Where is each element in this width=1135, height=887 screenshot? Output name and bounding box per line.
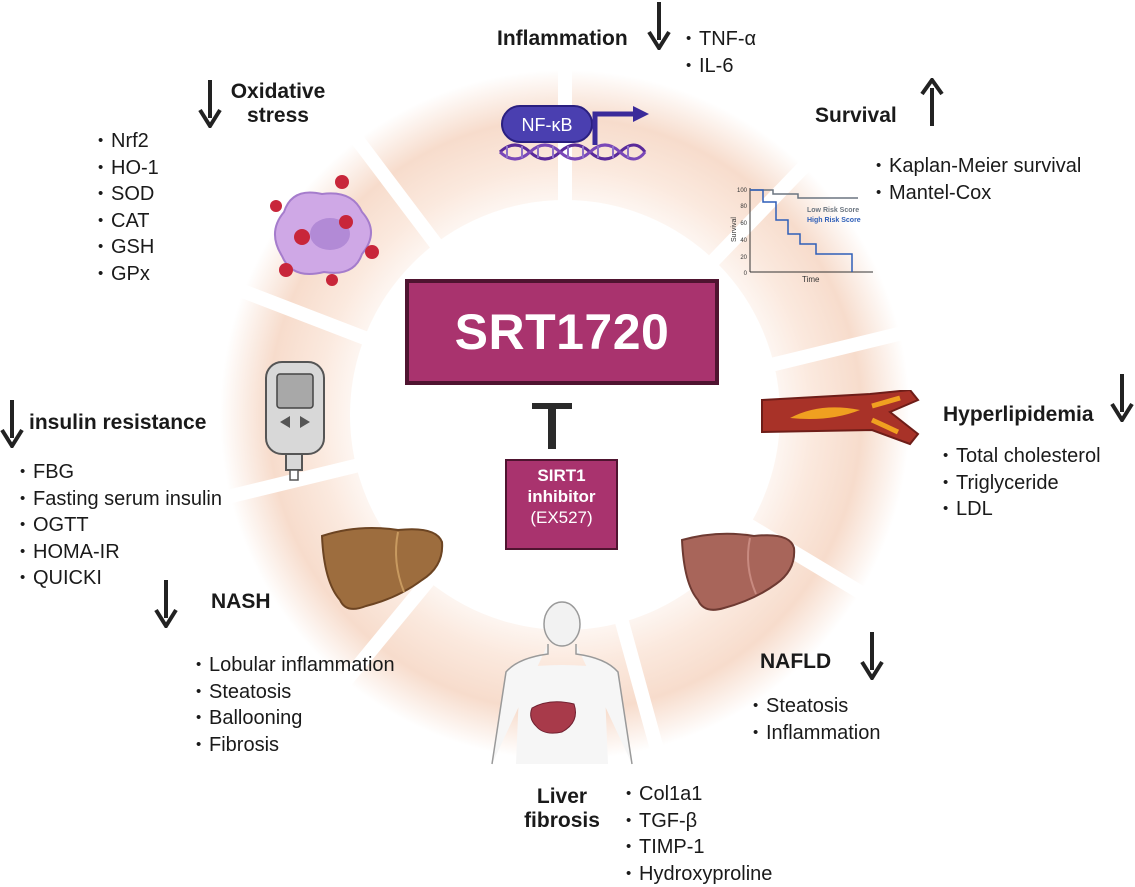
inhibitor-line3: (EX527) (507, 507, 616, 528)
hyperlipidemia-title: Hyperlipidemia (943, 403, 1094, 427)
nafld-list: Steatosis Inflammation (753, 693, 881, 746)
oxidative-cell-icon (262, 172, 392, 292)
nafld-title: NAFLD (760, 650, 831, 674)
srt1720-title-box: SRT1720 (405, 279, 719, 385)
fibrosis-list: Col1a1 TGF-β TIMP-1 Hydroxyproline (626, 781, 772, 887)
survival-ylabel: Survival (731, 217, 738, 242)
list-item: FBG (20, 459, 222, 486)
nfkb-dna-icon: NF-κB (495, 100, 655, 170)
list-item: SOD (98, 181, 159, 208)
nafld-liver-icon (678, 528, 798, 614)
list-item: TNF-α (686, 26, 756, 53)
hyperlipidemia-list: Total cholesterol Triglyceride LDL (943, 443, 1101, 523)
nash-liver-icon (318, 522, 446, 614)
inhibition-stem (548, 403, 556, 449)
ytick-20: 20 (740, 255, 747, 261)
oxidative-list: Nrf2 HO-1 SOD CAT GSH GPx (98, 128, 159, 287)
list-item: Triglyceride (943, 470, 1101, 497)
list-item: HOMA-IR (20, 539, 222, 566)
list-item: Nrf2 (98, 128, 159, 155)
fibrosis-title: Liver fibrosis (510, 785, 614, 833)
oxidative-title: Oxidative stress (228, 80, 328, 128)
legend-high-risk: High Risk Score (807, 217, 861, 224)
list-item: Kaplan-Meier survival (876, 153, 1081, 180)
nash-list: Lobular inflammation Steatosis Balloonin… (196, 652, 395, 758)
list-item: LDL (943, 496, 1101, 523)
survival-chart-icon: 100 80 60 40 20 0 Survival Time Low Risk… (728, 182, 878, 287)
list-item: Mantel-Cox (876, 180, 1081, 207)
list-item: Ballooning (196, 705, 395, 732)
list-item: Inflammation (753, 720, 881, 747)
ytick-0: 0 (744, 271, 748, 277)
nash-title: NASH (211, 590, 271, 614)
blood-vessel-icon (760, 390, 920, 446)
inhibitor-line1: SIRT1 (507, 465, 616, 486)
list-item: Col1a1 (626, 781, 772, 808)
list-item: IL-6 (686, 53, 756, 80)
inflammation-title: Inflammation (497, 27, 628, 51)
survival-list: Kaplan-Meier survival Mantel-Cox (876, 153, 1081, 206)
legend-low-risk: Low Risk Score (807, 207, 859, 214)
list-item: GSH (98, 234, 159, 261)
list-item: CAT (98, 208, 159, 235)
fibrosis-title-line1: Liver (510, 785, 614, 809)
list-item: OGTT (20, 512, 222, 539)
list-item: TIMP-1 (626, 834, 772, 861)
ytick-60: 60 (740, 221, 747, 227)
nash-down-arrow-icon (154, 580, 178, 628)
oxidative-title-line1: Oxidative (228, 80, 328, 104)
list-item: Total cholesterol (943, 443, 1101, 470)
nfkb-label: NF-κB (522, 115, 573, 135)
list-item: Lobular inflammation (196, 652, 395, 679)
list-item: HO-1 (98, 155, 159, 182)
list-item: QUICKI (20, 565, 222, 592)
hyperlipidemia-down-arrow-icon (1110, 374, 1134, 422)
ytick-100: 100 (737, 188, 748, 194)
list-item: Steatosis (196, 679, 395, 706)
sirt1-inhibitor-box: SIRT1 inhibitor (EX527) (505, 459, 618, 550)
list-item: Steatosis (753, 693, 881, 720)
human-torso-liver-icon (488, 598, 636, 766)
ytick-80: 80 (740, 204, 747, 210)
inflammation-list: TNF-α IL-6 (686, 26, 756, 79)
survival-title: Survival (815, 104, 897, 128)
ytick-40: 40 (740, 238, 747, 244)
insulin-down-arrow-icon (0, 400, 24, 448)
glucometer-icon (262, 358, 332, 483)
list-item: Fibrosis (196, 732, 395, 759)
insulin-title: insulin resistance (29, 411, 206, 435)
fibrosis-title-line2: fibrosis (510, 809, 614, 833)
nafld-down-arrow-icon (860, 632, 884, 680)
oxidative-down-arrow-icon (198, 80, 222, 128)
list-item: TGF-β (626, 808, 772, 835)
survival-up-arrow-icon (920, 78, 944, 126)
inhibitor-line2: inhibitor (507, 486, 616, 507)
survival-xlabel: Time (802, 275, 820, 284)
inflammation-down-arrow-icon (647, 2, 671, 50)
insulin-list: FBG Fasting serum insulin OGTT HOMA-IR Q… (20, 459, 222, 592)
list-item: GPx (98, 261, 159, 288)
list-item: Hydroxyproline (626, 861, 772, 887)
oxidative-title-line2: stress (228, 104, 328, 128)
list-item: Fasting serum insulin (20, 486, 222, 513)
